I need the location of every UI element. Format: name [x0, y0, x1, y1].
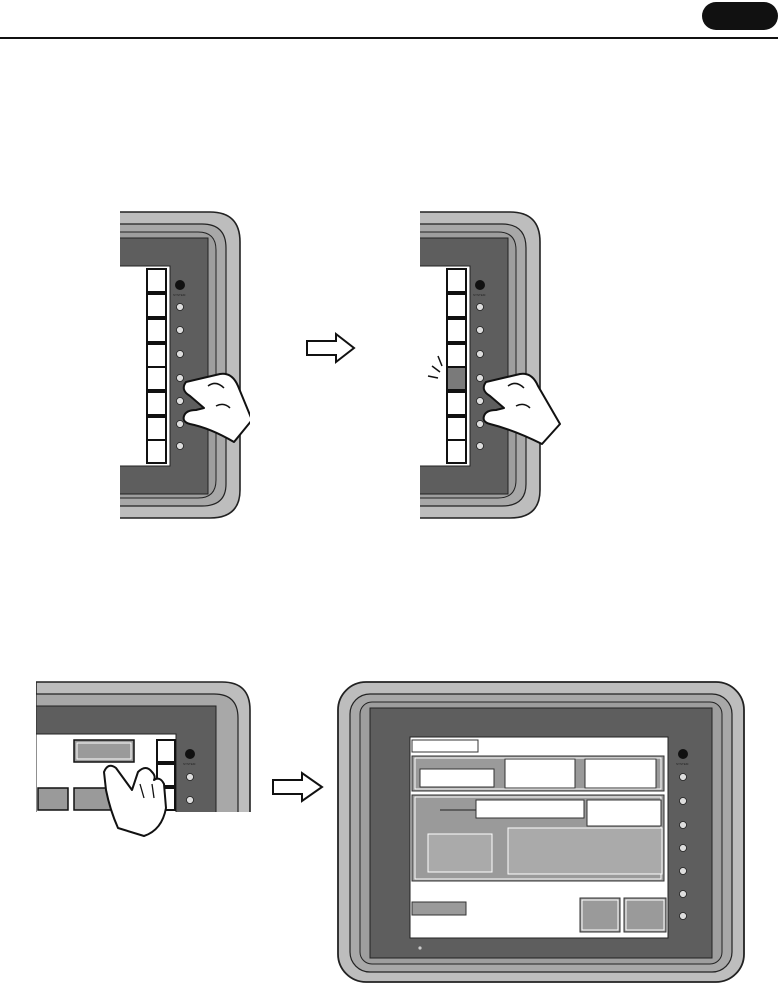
svg-text:SYSTEM: SYSTEM	[676, 762, 689, 766]
right-arrow-icon	[272, 772, 324, 802]
info-box-left	[428, 834, 492, 872]
screen-switch-left	[38, 788, 68, 810]
panel-after-press: SYSTEM	[420, 210, 580, 520]
menu-field-1	[420, 769, 494, 787]
menu-button-1[interactable]	[580, 898, 620, 932]
page-badge	[702, 2, 778, 30]
value-field-2	[587, 800, 661, 826]
svg-text:SYSTEM: SYSTEM	[183, 762, 196, 766]
menu-field-3	[585, 759, 656, 788]
status-box	[412, 902, 466, 915]
panel-system-menu: SYSTEM	[336, 680, 748, 986]
svg-text:SYSTEM: SYSTEM	[473, 293, 486, 297]
menu-title-box	[412, 740, 478, 752]
value-field	[476, 800, 584, 818]
info-box-right	[508, 828, 662, 874]
menu-button-2[interactable]	[624, 898, 666, 932]
right-arrow-icon	[306, 333, 356, 363]
panel-switch-press: SYSTEM	[36, 680, 256, 840]
panel-before-press: SYSTEM	[120, 210, 250, 520]
switch-column[interactable]	[447, 269, 466, 463]
menu-field-2	[505, 759, 575, 788]
switch-column[interactable]	[147, 269, 166, 463]
pressed-switch	[447, 367, 466, 390]
power-led	[418, 946, 421, 949]
svg-text:SYSTEM: SYSTEM	[173, 293, 186, 297]
header-rule	[0, 37, 778, 39]
